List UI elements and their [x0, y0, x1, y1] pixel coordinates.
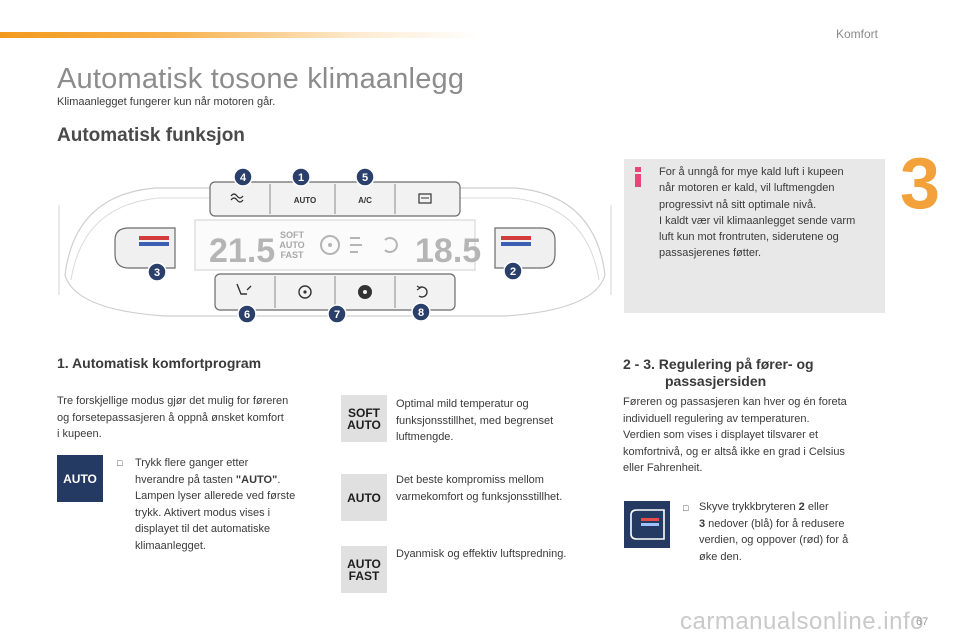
- section1-intro: Tre forskjellige modus gjør det mulig fo…: [57, 395, 289, 440]
- ac-button-label: A/C: [358, 196, 372, 205]
- svg-text:3: 3: [154, 267, 160, 279]
- watermark: carmanualsonline.info: [680, 608, 924, 635]
- display-mode-auto: AUTO: [279, 240, 304, 250]
- recirculation-icon: [416, 285, 428, 298]
- svg-text:8: 8: [418, 307, 424, 319]
- page-subtitle: Klimaanlegget fungerer kun når motoren g…: [57, 96, 276, 108]
- callout-6: 6: [237, 304, 257, 324]
- section-heading: Automatisk funksjon: [57, 125, 245, 146]
- section2-heading: 2 - 3. Regulering på fører- og passasjer…: [623, 356, 814, 389]
- auto-button-label: AUTO: [294, 196, 317, 205]
- temperature-slider-icon: [630, 509, 665, 540]
- heated-window-icon: [418, 193, 432, 204]
- svg-text:1: 1: [298, 172, 304, 184]
- callout-1: 1: [291, 167, 311, 187]
- section-label: Komfort: [836, 27, 879, 41]
- section2-step: Skyve trykkbryteren 2 eller 3 nedover (b…: [699, 501, 849, 563]
- svg-text:5: 5: [362, 172, 368, 184]
- bullet-icon: □: [117, 458, 123, 468]
- chapter-number: 3: [900, 144, 941, 224]
- climate-panel-diagram: AUTO A/C 21.5 18.5 SOFT AUTO FAST: [58, 167, 612, 324]
- page-number: 67: [916, 616, 929, 628]
- display-recirculation-icon: [384, 237, 398, 253]
- info-text: For å unngå for mye kald luft i kupeen n…: [659, 166, 856, 260]
- info-box: [624, 159, 885, 313]
- svg-text:7: 7: [334, 309, 340, 321]
- section1-heading: 1. Automatisk komfortprogram: [57, 355, 262, 371]
- right-temperature-slider: [494, 227, 556, 269]
- svg-text:6: 6: [244, 309, 250, 321]
- display-right-temp: 18.5: [415, 232, 481, 270]
- fan-increase-icon: [358, 285, 372, 299]
- auto-key-badge: AUTO: [57, 455, 103, 502]
- auto-fast-description: Dyanmisk og effektiv luftspredning.: [396, 548, 567, 560]
- svg-text:4: 4: [240, 172, 247, 184]
- auto-badge: AUTO: [341, 474, 387, 521]
- info-icon: [633, 167, 643, 189]
- soft-auto-description: Optimal mild temperatur og funksjonsstil…: [396, 398, 554, 443]
- display-mode-soft: SOFT: [280, 230, 305, 240]
- section2-body: Føreren og passasjeren kan hver og én fo…: [623, 396, 847, 474]
- fan-decrease-icon: [298, 285, 312, 299]
- display-mode-fast: FAST: [280, 250, 304, 260]
- temperature-slider-badge: [624, 501, 670, 548]
- callout-5: 5: [355, 167, 375, 187]
- header-accent-bar: [0, 32, 480, 38]
- callout-8: 8: [411, 302, 431, 322]
- callout-2: 2: [503, 261, 523, 281]
- display-airflow-icon: [350, 237, 362, 253]
- display-left-temp: 21.5: [209, 232, 275, 270]
- auto-description: Det beste kompromiss mellom varmekomfort…: [396, 474, 563, 503]
- air-distribution-icon: [236, 283, 252, 295]
- section1-step: Trykk flere ganger etter hverandre på ta…: [135, 457, 296, 552]
- left-temperature-slider: [114, 227, 176, 269]
- callout-7: 7: [327, 304, 347, 324]
- display-fan-icon: [320, 235, 340, 255]
- callout-4: 4: [233, 167, 253, 187]
- svg-text:2: 2: [510, 266, 516, 278]
- page-title: Automatisk tosone klimaanlegg: [57, 63, 465, 95]
- callout-3: 3: [147, 262, 167, 282]
- bullet-icon: □: [683, 503, 689, 513]
- rear-defrost-icon: [230, 193, 244, 203]
